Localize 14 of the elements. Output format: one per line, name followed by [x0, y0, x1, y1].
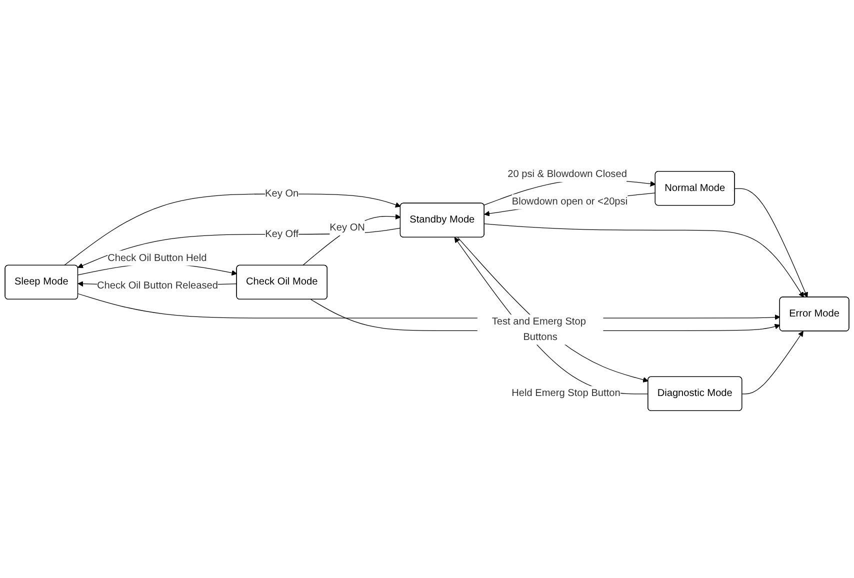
- edge-label: Key On: [265, 188, 299, 200]
- arrow: [302, 214, 401, 266]
- edge-label: Check Oil Button Released: [96, 280, 218, 292]
- arrow: [484, 224, 804, 298]
- edge-label: Blowdown open or <20psi: [512, 196, 628, 207]
- edge-label: 20 psi & Blowdown Closed: [508, 169, 627, 180]
- arrow: [64, 194, 401, 266]
- arrow: [742, 331, 804, 394]
- edge-label: Check Oil Button Held: [108, 252, 207, 264]
- edge-label: Key Off: [265, 228, 299, 240]
- edge-label: Key ON: [330, 222, 365, 234]
- edge-label: Held Emerg Stop Button: [512, 388, 620, 399]
- arrow: [734, 188, 808, 298]
- edge-label: Test and Emerg Stop Buttons: [492, 316, 586, 342]
